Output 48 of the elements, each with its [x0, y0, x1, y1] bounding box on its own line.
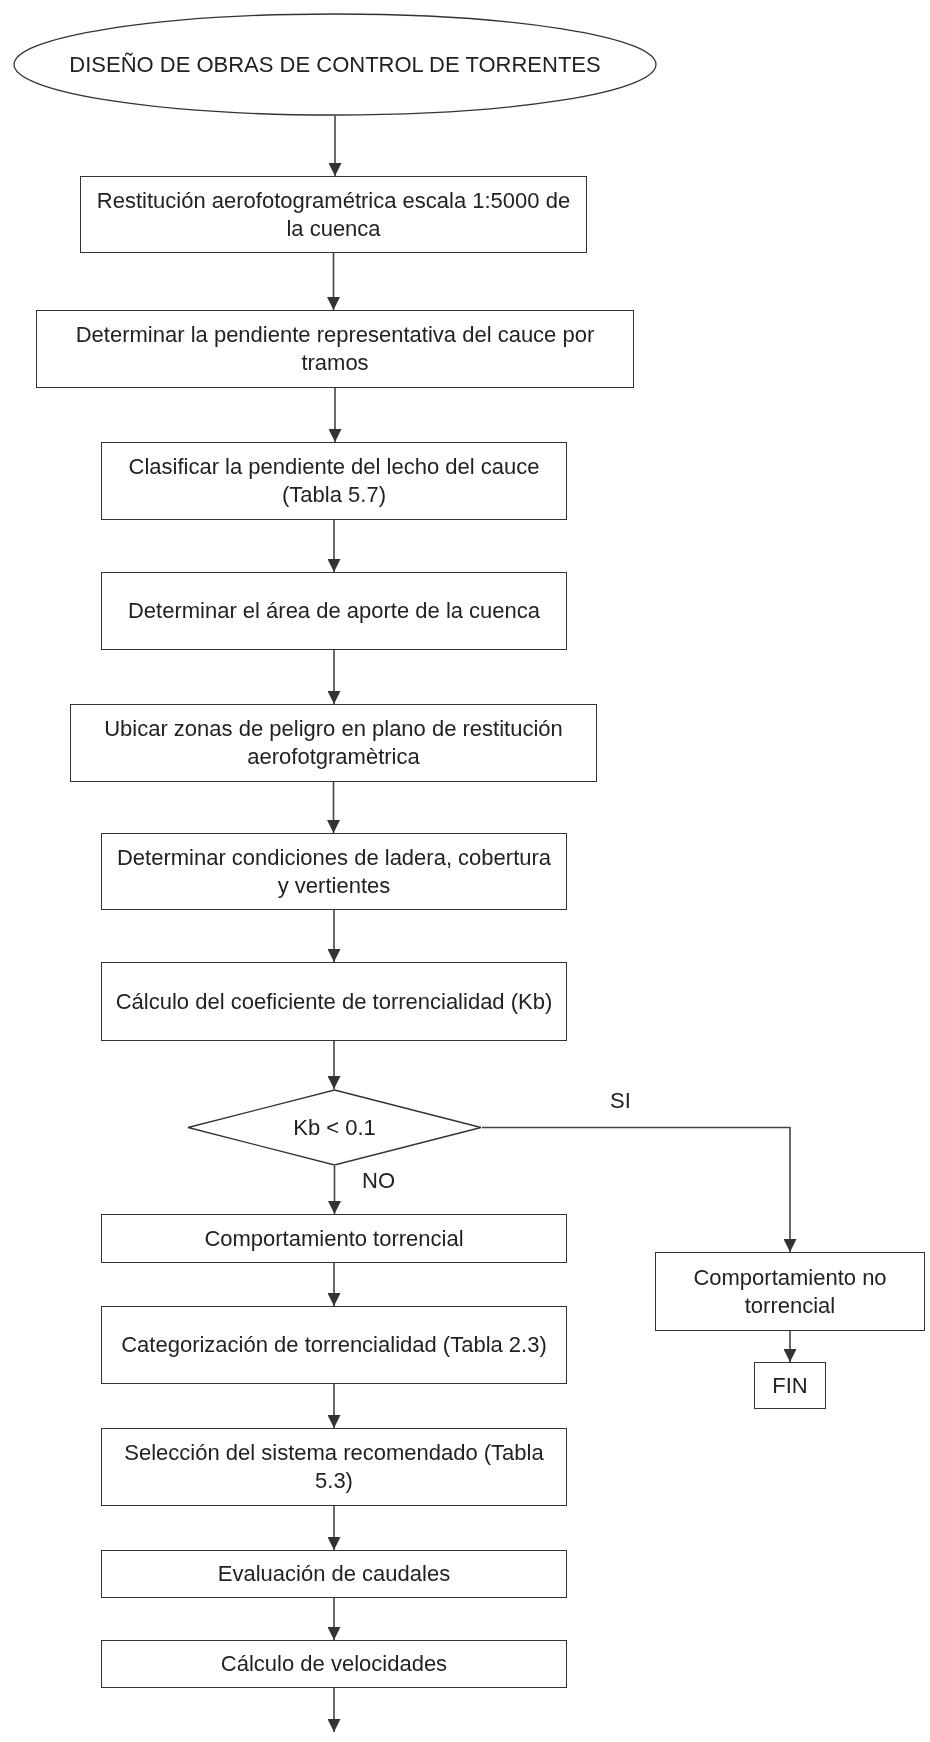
terminal-ellipse: [13, 13, 657, 116]
process-box: [70, 704, 597, 782]
process-box: [101, 962, 567, 1041]
arrow: [327, 909, 341, 963]
node-text: Determinar la pendiente representativa del cauce por tramos: [74, 321, 596, 377]
node-text: Cálculo del coeficiente de torrencialidad (Kb): [114, 987, 554, 1016]
arrow: [328, 115, 342, 177]
process-box: [101, 572, 567, 650]
node-text: Cálculo de velocidades: [219, 1650, 449, 1678]
node-text: Ubicar zonas de peligro en plano de restitución aerofotgramètrica: [103, 715, 564, 771]
arrow: [327, 1687, 341, 1733]
arrow: [327, 1040, 341, 1090]
process-box: [101, 833, 567, 910]
node-text: Restitución aerofotogramétrica escala 1:5000 de la cuenca: [95, 186, 572, 243]
node-text: Comportamiento no torrencial: [692, 1263, 888, 1320]
process-box: [754, 1362, 826, 1409]
process-box: [101, 442, 567, 520]
node-text: Categorización de torrencialidad (Tabla 2.3): [120, 1331, 548, 1359]
node-text: Kb < 0.1: [292, 1113, 377, 1142]
arrow: [481, 1126, 797, 1253]
node-text: FIN: [771, 1371, 809, 1400]
arrow: [327, 1597, 341, 1641]
arrow: [327, 1383, 341, 1429]
node-text: Comportamiento torrencial: [203, 1224, 465, 1253]
arrow: [327, 649, 341, 705]
node-text: Determinar el área de aporte de la cuenca: [126, 597, 542, 625]
node-text: Selección del sistema recomendado (Tabla 5.3): [123, 1439, 545, 1495]
process-box: [101, 1306, 567, 1384]
arrow: [327, 519, 341, 573]
node-text: Evaluación de caudales: [216, 1560, 452, 1588]
process-box: [101, 1428, 567, 1506]
arrow: [327, 781, 340, 834]
arrow: [328, 1165, 341, 1215]
process-box: [36, 310, 634, 388]
arrow: [327, 252, 340, 311]
arrow: [327, 1505, 341, 1551]
process-box: [101, 1640, 567, 1688]
process-box: [101, 1550, 567, 1598]
node-text: Clasificar la pendiente del lecho del cauce (Tabla 5.7): [127, 453, 541, 509]
node-text: DISEÑO DE OBRAS DE CONTROL DE TORRENTES: [68, 50, 602, 79]
process-box: [101, 1214, 567, 1263]
process-box: [655, 1252, 925, 1331]
arrow: [327, 1262, 341, 1307]
decision-diamond: [187, 1089, 482, 1166]
node-text: Determinar condiciones de ladera, cobertura y vertientes: [115, 843, 553, 900]
arrow: [783, 1330, 797, 1363]
arrow: [328, 387, 342, 443]
process-box: [80, 176, 587, 253]
